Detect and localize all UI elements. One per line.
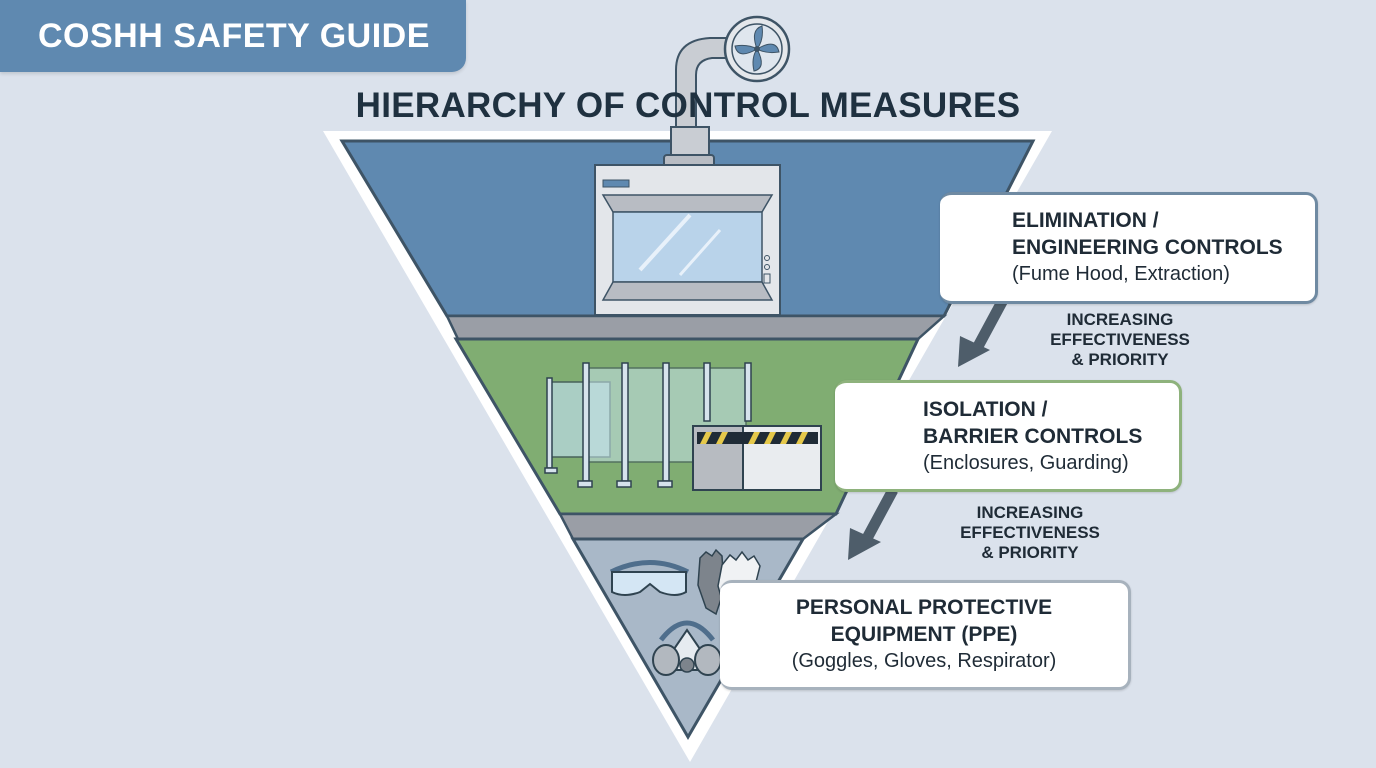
increasing-label: INCREASING EFFECTIVENESS & PRIORITY (940, 503, 1120, 563)
increasing-line: INCREASING (976, 503, 1084, 522)
increasing-line: & PRIORITY (981, 543, 1079, 562)
increasing-line: & PRIORITY (1071, 350, 1169, 369)
callout-examples: (Fume Hood, Extraction) (1012, 263, 1230, 285)
callout-heading: BARRIER CONTROLS (923, 425, 1143, 448)
barrier-enclosure-icon (544, 362, 822, 491)
callout-isolation: ISOLATION / BARRIER CONTROLS (Enclosures… (835, 380, 1182, 492)
callout-heading: ELIMINATION / (1012, 209, 1159, 232)
tier-step-1 (445, 314, 948, 341)
page-title-text: HIERARCHY OF CONTROL MEASURES (355, 86, 1021, 125)
fume-hood-icon (594, 154, 781, 316)
increasing-line: EFFECTIVENESS (960, 523, 1100, 542)
callout-heading: PERSONAL PROTECTIVE (795, 596, 1053, 619)
callout-examples: (Enclosures, Guarding) (923, 452, 1129, 474)
arrow-down-icon (958, 297, 1008, 367)
tier-step-2 (557, 512, 840, 541)
goggles-icon (609, 560, 690, 596)
callout-heading: EQUIPMENT (PPE) (830, 623, 1018, 646)
callout-examples: (Goggles, Gloves, Respirator) (791, 650, 1057, 672)
respirator-icon (652, 620, 722, 676)
guide-badge: COSHH SAFETY GUIDE (0, 0, 466, 72)
callout-heading: ISOLATION / (923, 398, 1048, 421)
increasing-line: INCREASING (1066, 310, 1174, 329)
guide-badge-label: COSHH SAFETY GUIDE (38, 17, 430, 55)
callout-engineering: ELIMINATION / ENGINEERING CONTROLS (Fume… (940, 192, 1318, 304)
callout-ppe: PERSONAL PROTECTIVE EQUIPMENT (PPE) (Gog… (720, 580, 1131, 690)
increasing-label: INCREASING EFFECTIVENESS & PRIORITY (1030, 310, 1210, 370)
page-title: HIERARCHY OF CONTROL MEASURES (0, 86, 1376, 126)
increasing-line: EFFECTIVENESS (1050, 330, 1190, 349)
callout-heading: ENGINEERING CONTROLS (1012, 236, 1283, 259)
duct-icon (670, 126, 710, 158)
arrow-down-icon (848, 487, 898, 560)
